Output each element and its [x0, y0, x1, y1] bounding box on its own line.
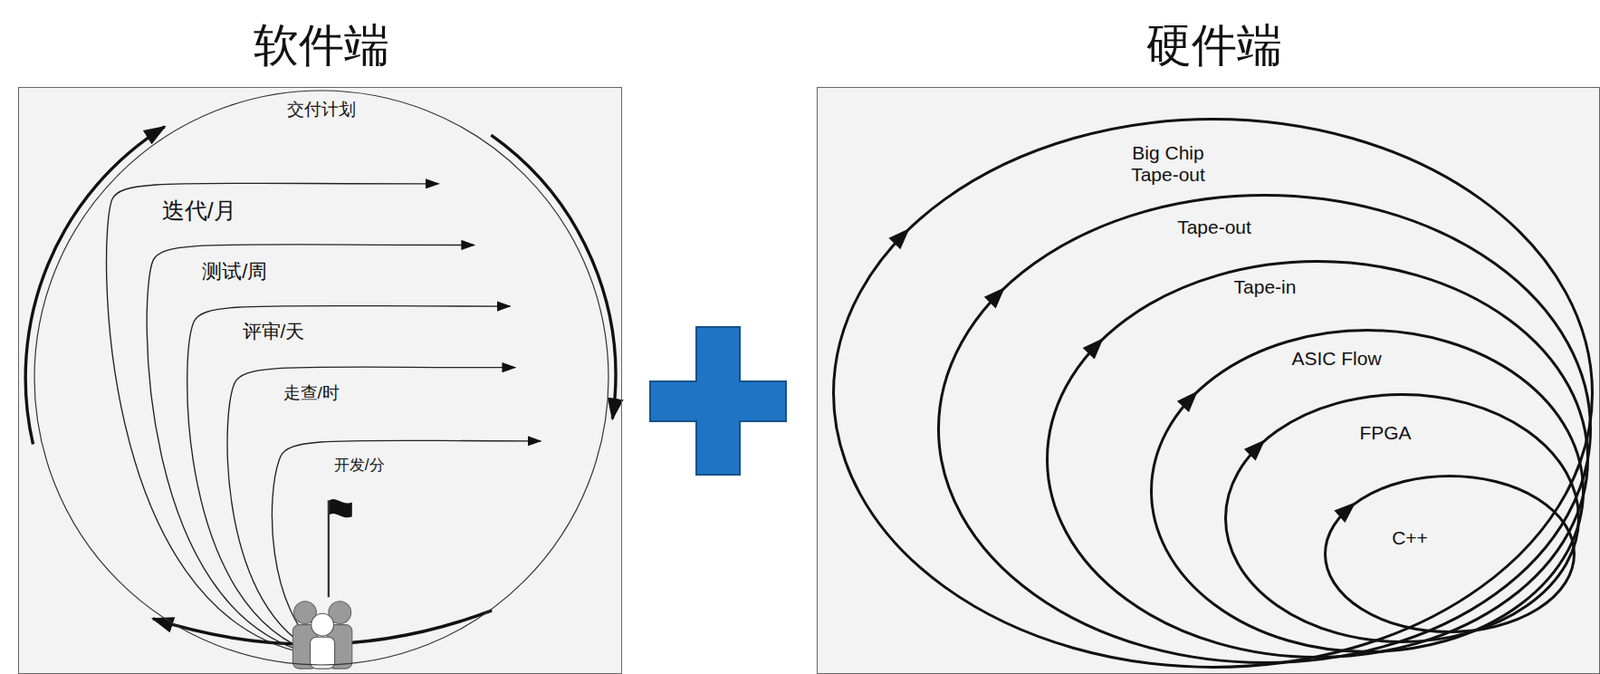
stage-ellipse: C++ — [1323, 474, 1576, 633]
stage-ellipse: FPGA C++ — [1224, 392, 1581, 643]
flow-arrowhead — [1082, 337, 1104, 360]
software-panel: 软件端交付计划 — [18, 86, 623, 674]
hardware-panel: 硬件端Big Chip Tape-outTape-outTape-inASIC … — [816, 86, 1600, 674]
stage-label: Big Chip Tape-out — [1118, 142, 1218, 186]
cycle-illustration — [25, 126, 616, 669]
cycle-label: 评审/天 — [240, 320, 307, 343]
ellipse-outline — [1226, 394, 1580, 642]
ellipse-outline — [1323, 474, 1576, 633]
loop-curve — [106, 182, 440, 653]
ellipse-outline — [1047, 261, 1589, 658]
stage-ellipse: ASIC FlowFPGA C++ — [1149, 328, 1585, 653]
panel-ground — [18, 86, 623, 674]
flow-arrowhead — [1244, 439, 1265, 460]
plus-sign — [650, 326, 786, 475]
ellipse-outline — [1149, 328, 1585, 653]
cycle-label: 测试/周 — [200, 259, 269, 283]
loop-curve — [271, 440, 541, 653]
person-body — [310, 636, 336, 669]
loop-curve — [187, 305, 511, 653]
ellipse-outline — [832, 117, 1594, 669]
stage-label: C++ — [1391, 526, 1428, 549]
panel-heading: 硬件端 — [1146, 19, 1283, 73]
ellipse-outline — [1325, 476, 1575, 633]
ellipse-outline — [1151, 330, 1584, 652]
delivery-circle: 交付计划 — [33, 89, 610, 666]
circle-outline — [33, 89, 610, 666]
flow-arrowhead — [984, 287, 1006, 308]
stage-ellipse: Tape-outTape-inASIC FlowFPGA C++ — [937, 193, 1592, 664]
stage-ellipse: Tape-inASIC FlowFPGA C++ — [1045, 259, 1590, 659]
flow-arrowhead — [888, 228, 910, 250]
circle-outline — [34, 90, 609, 665]
ellipse-outline — [833, 119, 1593, 668]
cycle-arrow — [25, 126, 165, 445]
cycle-arrow — [490, 134, 616, 419]
team-figure — [292, 498, 352, 669]
person-head — [311, 613, 335, 636]
flag-pole — [327, 499, 330, 597]
stage-label: FPGA — [1359, 421, 1411, 444]
panel-ground — [816, 86, 1600, 674]
ellipse-outline — [1045, 259, 1590, 659]
cycle-label: 迭代/月 — [160, 198, 239, 225]
circle-label: 交付计划 — [287, 99, 356, 120]
stage-label: ASIC Flow — [1291, 347, 1381, 370]
flow-arrowhead — [1333, 501, 1356, 523]
stage-label: Tape-in — [1234, 276, 1297, 298]
cycle-label: 开发/分 — [332, 455, 387, 474]
stage-label: Tape-out — [1177, 216, 1252, 239]
stage-ellipse: Big Chip Tape-outTape-outTape-inASIC Flo… — [832, 117, 1594, 669]
loop-curve — [227, 366, 516, 653]
flow-arrowhead — [1177, 390, 1198, 412]
ellipse-outline — [938, 195, 1591, 663]
flag — [329, 498, 353, 518]
cycle-label: 走查/时 — [281, 383, 342, 403]
panel-heading: 软件端 — [253, 19, 390, 73]
